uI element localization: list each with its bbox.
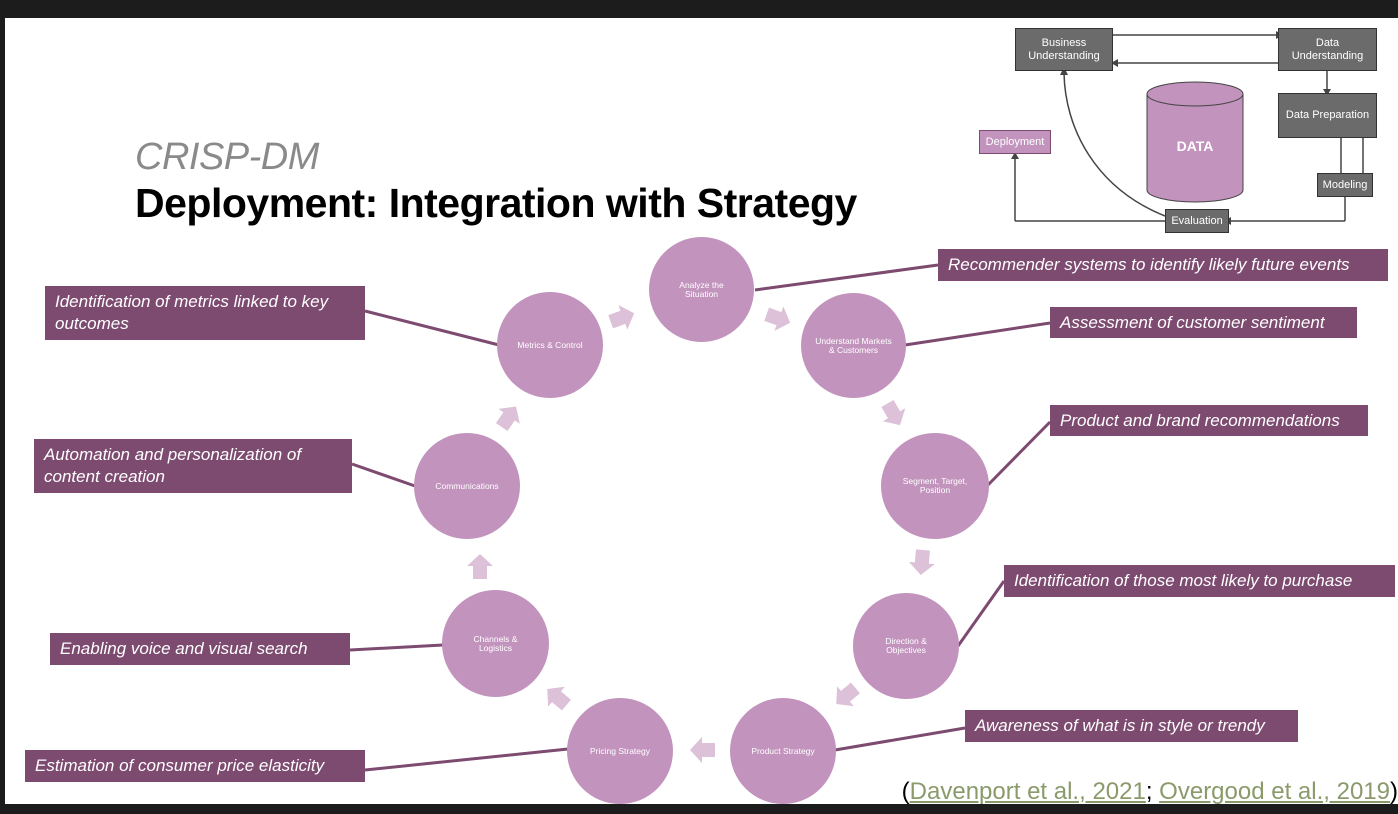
connector-line — [754, 263, 939, 292]
application-tag: Automation and personalization of conten… — [34, 439, 352, 493]
crisp-deployment: Deployment — [979, 130, 1051, 154]
crisp-arrows — [1014, 34, 1364, 222]
application-tag: Awareness of what is in style or trendy — [965, 710, 1298, 742]
data-cylinder — [1146, 81, 1244, 203]
application-tag: Recommender systems to identify likely f… — [938, 249, 1388, 281]
cycle-arrow — [608, 305, 635, 330]
cycle-arrow — [908, 549, 935, 575]
connector-line — [904, 321, 1051, 347]
citation-link-davenport[interactable]: Davenport et al., 2021 — [909, 778, 1146, 804]
citation-link-overgood[interactable]: Overgood et al., 2019 — [1159, 778, 1390, 804]
cycle-arrow — [495, 406, 520, 432]
crisp-data-understanding: Data Understanding — [1278, 28, 1377, 71]
crisp-evaluation: Evaluation — [1165, 209, 1229, 233]
slide-title: Deployment: Integration with Strategy — [135, 180, 857, 226]
crisp-business-understanding: Business Understanding — [1015, 28, 1113, 71]
crisp-modeling: Modeling — [1317, 173, 1373, 197]
cycle-arrow — [881, 399, 906, 426]
stage-metrics-control: Metrics & Control — [497, 292, 603, 398]
crisp-data-label: DATA — [1176, 138, 1214, 154]
cycle-arrow — [764, 306, 791, 331]
stage-direction-objectives: Direction & Objectives — [853, 593, 959, 699]
crisp-data-preparation: Data Preparation — [1278, 93, 1377, 138]
stage-understand-markets: Understand Markets & Customers — [801, 293, 906, 398]
connector-line — [351, 462, 416, 488]
cycle-arrow — [836, 682, 860, 707]
citation: (Davenport et al., 2021; Overgood et al.… — [902, 778, 1398, 804]
stage-product-strategy: Product Strategy — [730, 698, 836, 804]
application-tag: Identification of metrics linked to key … — [45, 286, 365, 340]
application-tag: Enabling voice and visual search — [50, 633, 350, 665]
diagram-lines — [349, 31, 1367, 772]
connector-line — [349, 643, 444, 652]
stage-segment-target-position: Segment, Target, Position — [881, 433, 989, 539]
connector-line — [956, 580, 1006, 647]
connector-line — [364, 747, 569, 772]
stage-communications: Communications — [414, 433, 520, 539]
cycle-arrow — [547, 686, 571, 711]
citation-open: ( — [901, 778, 910, 804]
slide: CRISP-DM Deployment: Integration with St… — [5, 18, 1398, 804]
application-tag: Product and brand recommendations — [1050, 405, 1368, 436]
stage-pricing-strategy: Pricing Strategy — [567, 698, 673, 804]
slide-subtitle: CRISP-DM — [135, 136, 319, 178]
citation-close: ) — [1390, 778, 1398, 804]
application-tag: Assessment of customer sentiment — [1050, 307, 1357, 338]
stage-channels-logistics: Channels & Logistics — [442, 590, 549, 697]
connector-line — [364, 309, 500, 347]
citation-separator: ; — [1145, 778, 1153, 804]
cycle-arrow — [690, 737, 715, 763]
application-tag: Identification of those most likely to p… — [1004, 565, 1395, 597]
connector-line — [985, 420, 1052, 488]
application-tag: Estimation of consumer price elasticity — [25, 750, 365, 782]
stage-analyze-situation: Analyze the Situation — [649, 237, 754, 342]
cycle-arrow — [467, 554, 493, 579]
connector-line — [834, 726, 966, 752]
